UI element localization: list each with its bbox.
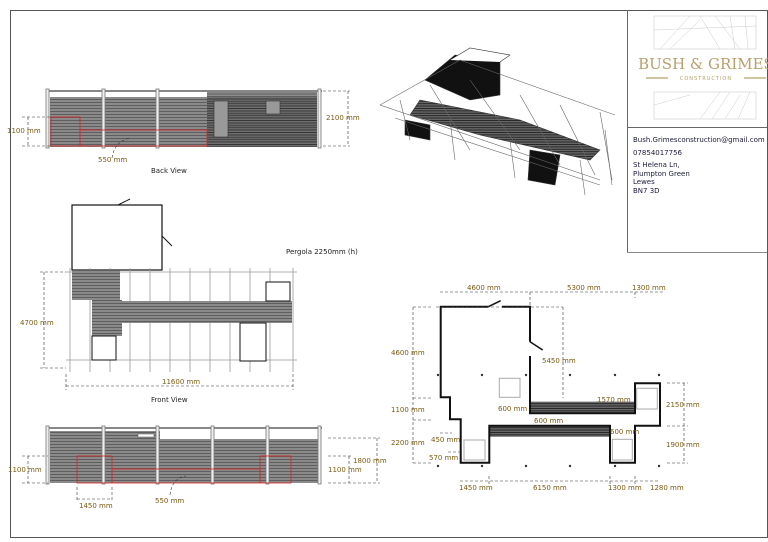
side-dim-seat-width: 1450 mm bbox=[79, 502, 113, 510]
plan-dim-bot-a: 1450 mm bbox=[459, 484, 493, 492]
side-dim-bench: 550 mm bbox=[155, 497, 184, 505]
isometric-3d-view bbox=[379, 47, 616, 196]
side-dim-height-left: 1100 mm bbox=[8, 466, 42, 474]
plan-dim-600c: 600 mm bbox=[610, 428, 639, 436]
plan-dim-bot-b: 6150 mm bbox=[533, 484, 567, 492]
front-view-dim-depth: 4700 mm bbox=[20, 319, 54, 327]
plan-dim-top-b: 5300 mm bbox=[567, 284, 601, 292]
plan-dim-1570: 1570 mm bbox=[597, 396, 631, 404]
plan-dim-right-a: 2150 mm bbox=[666, 401, 700, 409]
address-line: Lewes bbox=[633, 178, 655, 186]
plan-dim-bot-c: 1300 mm bbox=[608, 484, 642, 492]
back-view-dim-height-left: 1100 mm bbox=[7, 127, 41, 135]
address-line: St Helena Ln, bbox=[633, 161, 680, 169]
address-line: BN7 3D bbox=[633, 186, 660, 195]
side-elevation bbox=[22, 425, 380, 500]
front-view-plan bbox=[40, 198, 297, 390]
plan-dim-600b: 600 mm bbox=[534, 417, 563, 425]
contact-address: St Helena Ln, Plumpton Green Lewes BN7 3… bbox=[633, 161, 690, 195]
brand-logo: BUSH & GRIMES CONSTRUCTION bbox=[638, 15, 768, 120]
front-view-dim-width: 11600 mm bbox=[162, 378, 200, 386]
contact-email: Bush.Grimesconstruction@gmail.com bbox=[633, 136, 765, 144]
plan-dim-600a: 600 mm bbox=[498, 405, 527, 413]
contact-phone: 07854017756 bbox=[633, 149, 682, 157]
back-view-elevation bbox=[22, 88, 350, 159]
plan-dim-top-a: 4600 mm bbox=[467, 284, 501, 292]
svg-text:CONSTRUCTION: CONSTRUCTION bbox=[680, 76, 732, 82]
plan-dim-450: 450 mm bbox=[431, 436, 460, 444]
svg-text:BUSH & GRIMES: BUSH & GRIMES bbox=[638, 55, 768, 73]
plan-dim-bot-d: 1280 mm bbox=[650, 484, 684, 492]
plan-dim-5450: 5450 mm bbox=[542, 357, 576, 365]
side-dim-height-right-high: 1800 mm bbox=[353, 457, 387, 465]
side-dim-height-right-low: 1100 mm bbox=[328, 466, 362, 474]
front-view-title: Front View bbox=[151, 396, 188, 404]
site-plan bbox=[412, 291, 688, 484]
pergola-height-note: Pergola 2250mm (h) bbox=[286, 248, 358, 256]
plan-dim-left-b: 1100 mm bbox=[391, 406, 425, 414]
plan-dim-570: 570 mm bbox=[429, 454, 458, 462]
back-view-dim-height-right: 2100 mm bbox=[326, 114, 360, 122]
back-view-title: Back View bbox=[151, 167, 187, 175]
plan-dim-left-c: 2200 mm bbox=[391, 439, 425, 447]
plan-dim-left-a: 4600 mm bbox=[391, 349, 425, 357]
address-line: Plumpton Green bbox=[633, 169, 690, 178]
plan-dim-top-c: 1300 mm bbox=[632, 284, 666, 292]
plan-dim-right-b: 1900 mm bbox=[666, 441, 700, 449]
back-view-dim-bench: 550 mm bbox=[98, 156, 127, 164]
